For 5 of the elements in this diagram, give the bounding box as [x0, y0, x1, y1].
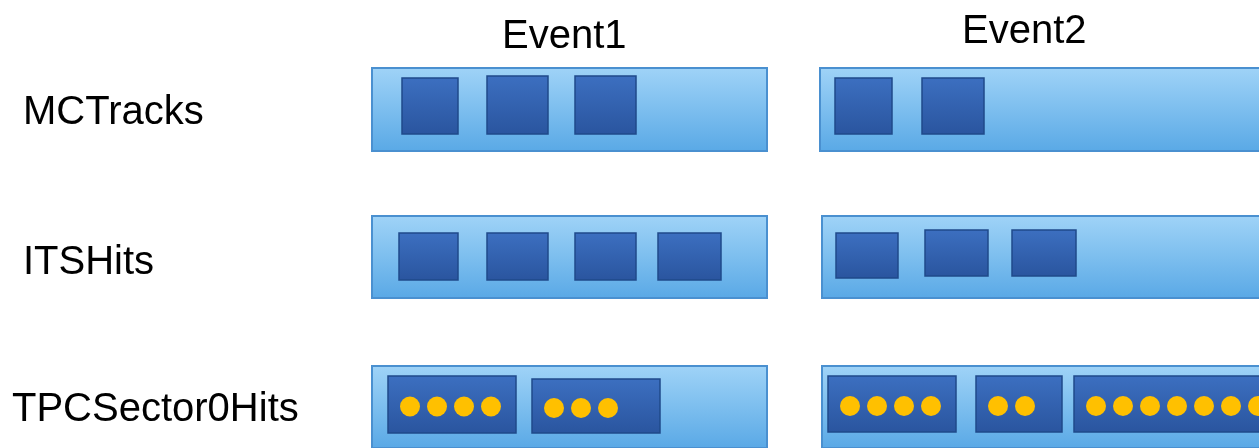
column-heading: Event2: [962, 9, 1087, 49]
column-heading: Event1: [502, 14, 627, 54]
row-label: MCTracks: [23, 90, 204, 130]
row-label: ITSHits: [23, 240, 155, 280]
row-label: TPCSector0Hits: [12, 387, 299, 427]
